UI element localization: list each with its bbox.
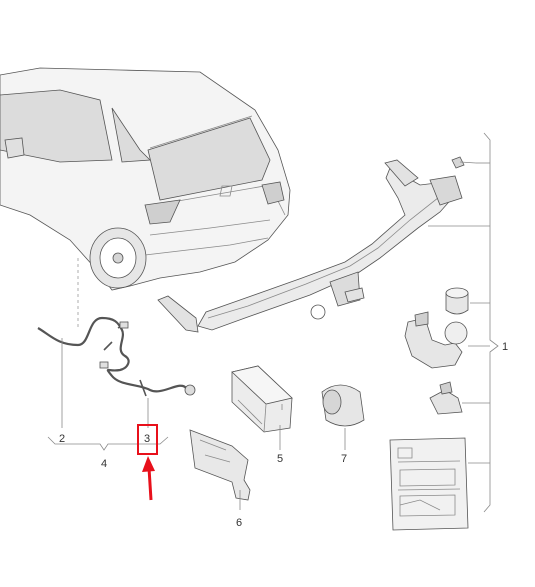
- callout-1: 1: [502, 341, 508, 353]
- mounting-bracket: [189, 429, 251, 510]
- callout-5: 5: [277, 453, 283, 465]
- highlight-arrow: [142, 456, 155, 501]
- callout-6: 6: [236, 517, 242, 529]
- grommet: [321, 384, 365, 450]
- callout-3-highlight-box: [137, 424, 158, 455]
- control-unit: [231, 365, 293, 450]
- instruction-manual: [389, 437, 469, 531]
- bolt-fastener: [451, 156, 477, 169]
- ball-coupling: [404, 311, 468, 369]
- callout-4-bracket: [47, 338, 169, 451]
- callout-1-bracket: [428, 132, 499, 513]
- callout-4: 4: [101, 458, 107, 470]
- ball-cap: [445, 287, 469, 315]
- socket-bracket: [429, 381, 463, 415]
- tow-bar-crossmember: [157, 159, 463, 333]
- callout-7: 7: [341, 453, 347, 465]
- callout-2: 2: [59, 433, 65, 445]
- wiring-harness: [37, 316, 196, 428]
- callout-3: 3: [144, 433, 150, 445]
- car-illustration: [0, 67, 291, 330]
